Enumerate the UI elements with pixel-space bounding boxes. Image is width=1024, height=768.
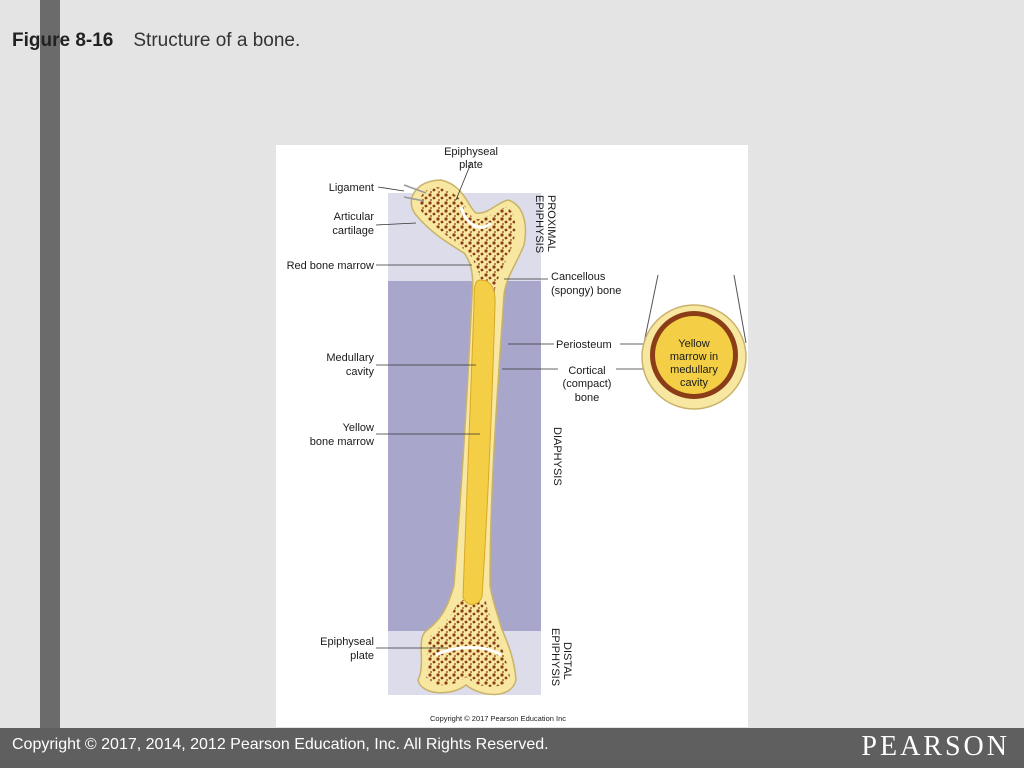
distal-epiphyseal-line (435, 646, 502, 657)
label-inset-2: marrow in (670, 351, 718, 363)
proximal-epiphyseal-line (459, 206, 493, 229)
medullary-cavity-marrow (462, 279, 496, 605)
femur-bone (410, 179, 527, 696)
label-epiphyseal-plate-bottom-1: Epiphyseal (320, 636, 374, 648)
proximal-spongy-bone (419, 187, 516, 295)
distal-spongy-bone (426, 600, 510, 687)
label-proximal-epiphysis-2: EPIPHYSIS (533, 195, 545, 253)
label-distal-epiphysis-2: EPIPHYSIS (549, 628, 561, 686)
label-ligament: Ligament (329, 182, 374, 194)
cross-section-inset (641, 274, 747, 410)
label-proximal-epiphysis-1: PROXIMAL (545, 195, 557, 252)
label-epiphyseal-plate-top-1: Epiphyseal (444, 146, 498, 158)
label-yellow-bone-marrow-2: bone marrow (310, 436, 374, 448)
footer-copyright: Copyright © 2017, 2014, 2012 Pearson Edu… (12, 736, 549, 753)
label-cancellous-bone-1: Cancellous (551, 271, 606, 283)
label-cancellous-bone-2: (spongy) bone (551, 285, 621, 297)
label-medullary-cavity-1: Medullary (326, 352, 374, 364)
label-periosteum: Periosteum (556, 339, 612, 351)
label-inset-4: cavity (680, 377, 709, 389)
label-red-bone-marrow: Red bone marrow (287, 260, 374, 272)
label-articular-cartilage-1: Articular (334, 211, 375, 223)
label-cortical-bone-3: bone (575, 392, 599, 404)
label-yellow-bone-marrow-1: Yellow (343, 422, 374, 434)
left-accent-bar (40, 0, 60, 768)
figure-number: Figure 8-16 (12, 30, 114, 51)
label-diaphysis: DIAPHYSIS (551, 427, 563, 486)
ligament-strands (403, 184, 427, 202)
label-distal-epiphysis-1: DISTAL (561, 642, 573, 680)
ligament-leader (377, 186, 405, 192)
label-epiphyseal-plate-bottom-2: plate (350, 650, 374, 662)
label-medullary-cavity-2: cavity (346, 366, 375, 378)
slide-footer: Copyright © 2017, 2014, 2012 Pearson Edu… (0, 728, 1024, 768)
label-cortical-bone-2: (compact) (563, 378, 612, 390)
top-plate-leader (455, 162, 472, 201)
label-cortical-bone-1: Cortical (568, 365, 605, 377)
label-articular-cartilage-2: cartilage (332, 225, 374, 237)
slide-title: Figure 8-16 Structure of a bone. (12, 30, 300, 54)
bone-diagram: Ligament Articular cartilage Red bone ma… (287, 146, 747, 723)
label-inset-3: medullary (670, 364, 718, 376)
pearson-logo: PEARSON (861, 731, 1010, 762)
bone-figure-panel: Ligament Articular cartilage Red bone ma… (276, 145, 748, 727)
label-inset-1: Yellow (678, 338, 709, 350)
figure-copyright: Copyright © 2017 Pearson Education Inc (430, 714, 566, 723)
figure-caption: Structure of a bone. (133, 30, 301, 51)
label-epiphyseal-plate-top-2: plate (459, 159, 483, 171)
cartilage-leader (375, 222, 417, 226)
